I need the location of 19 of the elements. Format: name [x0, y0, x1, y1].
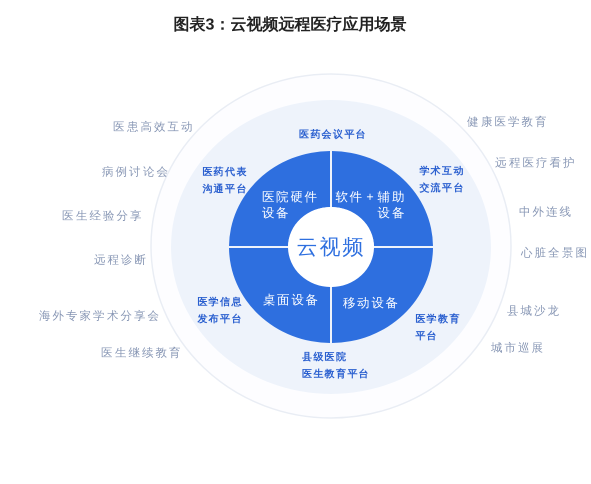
scenario-text: 医患高效互动 — [113, 120, 195, 136]
platform-text: 医药会议平台 — [299, 128, 367, 142]
platform-text: 县级医院医生教育平台 — [302, 350, 370, 382]
platform-text: 医学教育平台 — [415, 312, 461, 344]
platform-text: 学术互动交流平台 — [419, 164, 465, 196]
platform-text: 医药代表沟通平台 — [202, 166, 248, 197]
scenario-text: 病例讨论会 — [102, 166, 170, 180]
title: 图表3：云视频远程医疗应用场景 — [174, 14, 406, 36]
scenario-text: 中外连线 — [518, 206, 574, 220]
scenario-text: 医生继续教育 — [101, 346, 183, 362]
scenario-text: 县城沙龙 — [506, 304, 562, 320]
platform-text: 医学信息发布平台 — [197, 296, 243, 327]
scenario-text: 医生经验分享 — [62, 210, 144, 224]
scenario-text: 远程诊断 — [94, 254, 148, 268]
scenario-text: 海外专家学术分享会 — [38, 310, 162, 324]
scenario-text: 远程医疗看护 — [495, 156, 577, 172]
scenario-text: 心脏全景图 — [521, 246, 589, 262]
scenario-text: 健康医学教育 — [467, 116, 549, 130]
scenario-text: 城市巡展 — [490, 342, 546, 356]
